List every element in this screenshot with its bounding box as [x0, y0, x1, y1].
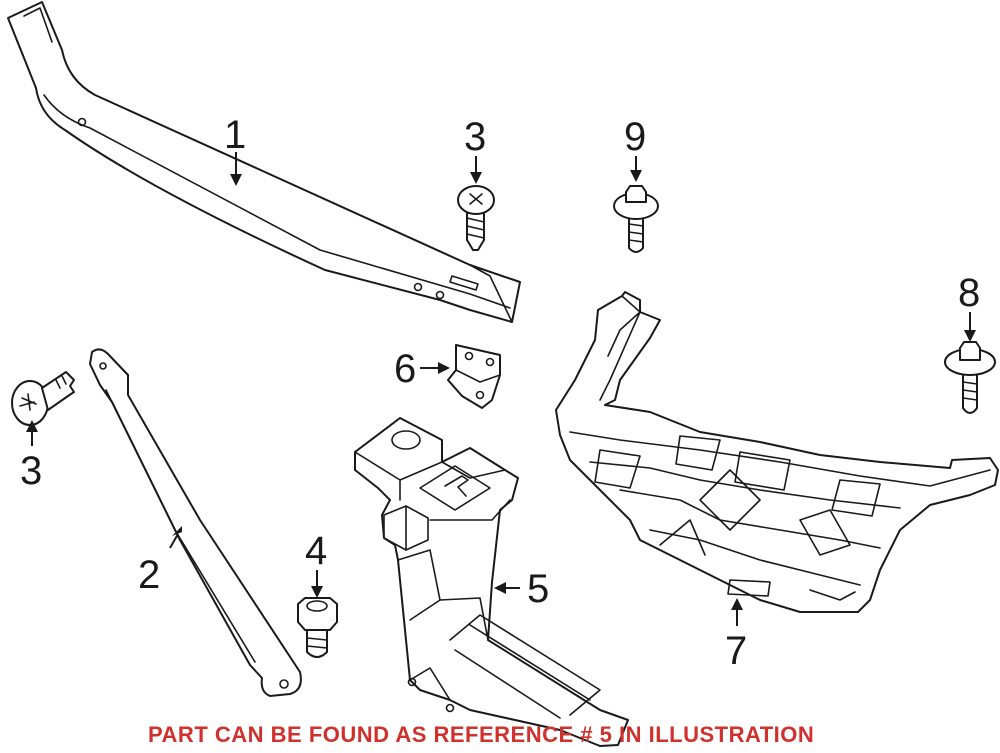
part-6-bracket[interactable]	[447, 344, 501, 409]
part-3-screw-top[interactable]	[457, 185, 495, 251]
part-9-flange-bolt[interactable]	[613, 185, 659, 253]
part-8-flange-bolt[interactable]	[944, 341, 996, 414]
reference-notice: PART CAN BE FOUND AS REFERENCE # 5 IN IL…	[148, 722, 814, 747]
callout-4: 4	[305, 529, 327, 573]
part-1-upper-support-bar[interactable]	[7, 1, 521, 323]
callout-3-left: 3	[20, 449, 42, 493]
part-7-grille-support[interactable]	[555, 291, 999, 613]
callout-2: 2	[138, 553, 160, 597]
callout-3-top: 3	[464, 115, 486, 159]
callout-1: 1	[224, 113, 246, 157]
callout-8: 8	[958, 271, 980, 315]
part-3-screw-left[interactable]	[11, 371, 75, 426]
part-4-hex-bolt[interactable]	[297, 597, 338, 658]
callout-6: 6	[394, 347, 416, 391]
callout-arrows	[26, 152, 976, 626]
part-5-radiator-bracket[interactable]	[354, 417, 629, 747]
callout-5: 5	[527, 567, 549, 611]
part-2-diagonal-brace[interactable]	[89, 348, 302, 697]
callout-9: 9	[624, 115, 646, 159]
callout-7: 7	[725, 629, 747, 673]
